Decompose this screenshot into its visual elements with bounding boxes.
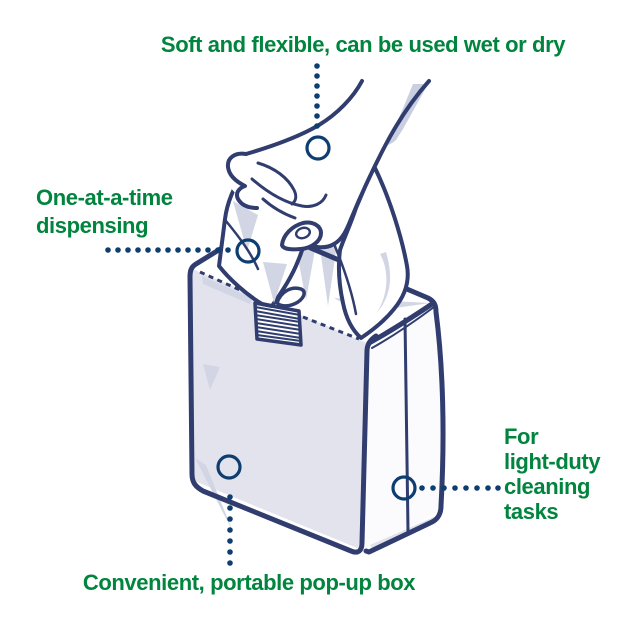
callout-marker-one-at-a-time [235, 238, 261, 264]
leader-dots-top [314, 63, 320, 129]
callout-label-one-at-a-time: One-at-a-time dispensing [36, 185, 173, 238]
hand-pulling-wipe-icon [224, 79, 431, 252]
box-edges [187, 223, 446, 555]
leader-dots-right [419, 485, 501, 491]
perforation-line [199, 270, 360, 341]
callout-label-soft-flexible: Soft and flexible, can be used wet or dr… [160, 32, 566, 57]
dispensing-opening-icon [253, 301, 303, 347]
leader-dots-bottom [227, 494, 233, 566]
thumbnail [294, 226, 312, 240]
finger-creases [250, 161, 328, 220]
leader-dots-left [105, 247, 231, 253]
box-front-face [190, 268, 369, 550]
next-wipe-tip [275, 286, 306, 308]
callout-label-pop-up-box: Convenient, portable pop-up box [82, 570, 416, 595]
callout-marker-soft-flexible [305, 135, 331, 161]
wipe-in-hand [217, 170, 309, 308]
callout-label-light-duty: For light-duty cleaning tasks [504, 424, 601, 524]
callout-marker-pop-up-box [216, 454, 242, 480]
forearm-shading [388, 84, 428, 145]
wipe-icon [217, 166, 410, 340]
callout-marker-light-duty [391, 475, 417, 501]
hand-fill [224, 80, 429, 247]
box-side-crease [403, 317, 410, 533]
